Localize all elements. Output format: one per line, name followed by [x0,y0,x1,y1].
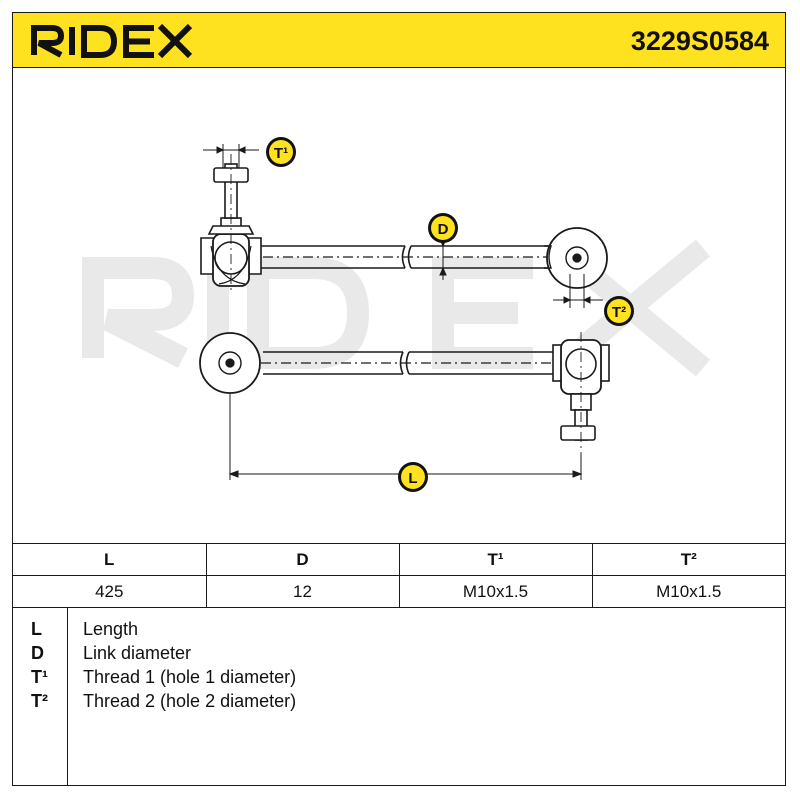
legend-symbol: T¹ [31,667,48,687]
technical-drawing: T¹ D T² L [82,137,711,492]
spec-header-t2: T² [591,543,785,576]
legend-item: L Length [13,619,785,643]
spec-table-header-row: L D T¹ T² [13,543,785,576]
callout-l-label: L [408,470,417,487]
callout-l: L [398,462,428,492]
legend-item: T¹ Thread 1 (hole 1 diameter) [13,667,785,691]
spec-header-t1: T¹ [398,543,593,576]
part-number: 3229S0584 [630,26,769,56]
legend-item: T² Thread 2 (hole 2 diameter) [13,691,785,715]
legend: L Length D Link diameter T¹ Thread 1 (ho… [13,607,785,785]
callout-d: D [428,213,458,243]
legend-divider [67,607,68,785]
datasheet-frame: 3229S0584 [12,12,786,786]
legend-text: Thread 1 (hole 1 diameter) [83,667,297,687]
legend-text: Length [83,619,139,639]
legend-text: Link diameter [83,643,192,663]
legend-symbol: L [31,619,42,639]
spec-header-d: D [205,543,400,576]
ridex-logo [31,23,193,58]
spec-value-t2: M10x1.5 [591,575,785,608]
spec-value-t1: M10x1.5 [398,575,593,608]
callout-d-label: D [438,221,449,238]
spec-value-d: 12 [205,575,400,608]
header-bar: 3229S0584 [13,13,785,68]
spec-table-value-row: 425 12 M10x1.5 M10x1.5 [13,575,785,608]
spec-value-l: 425 [13,575,207,608]
spec-header-l: L [13,543,207,576]
legend-symbol: T² [31,691,48,711]
callout-t2-label: T² [612,304,626,321]
lower-link [199,332,610,454]
spec-table: L D T¹ T² 425 12 M10x1.5 M10x1.5 [13,543,785,608]
legend-text: Thread 2 (hole 2 diameter) [83,691,297,711]
legend-item: D Link diameter [13,643,785,667]
callout-t1: T¹ [266,137,296,167]
callout-t2: T² [604,296,634,326]
callout-t1-label: T¹ [274,145,288,162]
legend-symbol: D [31,643,44,663]
upper-link [200,154,608,290]
